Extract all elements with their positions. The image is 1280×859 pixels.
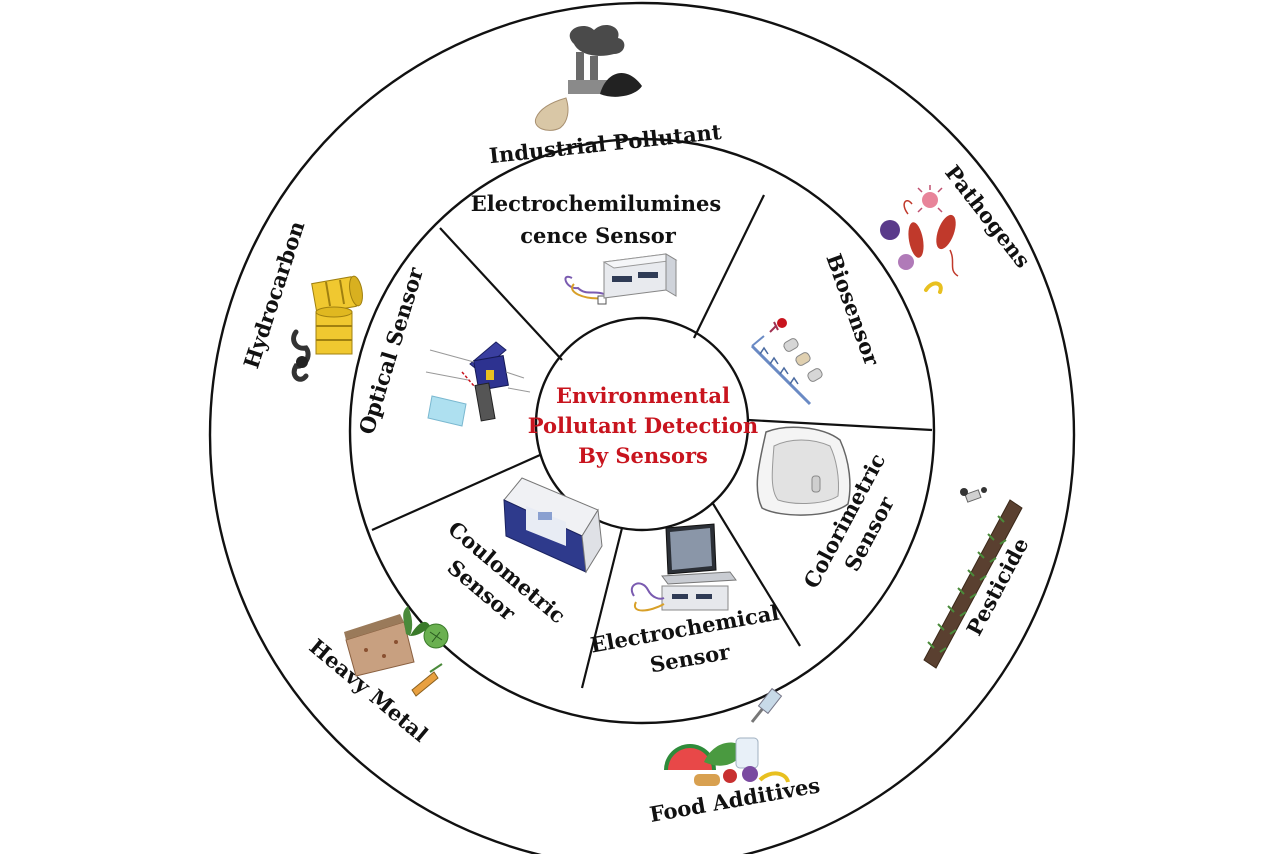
pollutant-label-industrial: Industrial Pollutant: [488, 119, 723, 168]
pathogens-icon: [880, 185, 959, 294]
center-title-line-1: Environmental: [556, 383, 730, 408]
outer-ring: [208, 1, 1076, 859]
crop-spraying-icon: [923, 487, 1023, 669]
inner-circle: [534, 316, 750, 532]
optical-sensor-icon: [425, 341, 531, 427]
center-title-line-3: By Sensors: [578, 443, 708, 468]
middle-ring: [348, 137, 936, 725]
sensor-label-electrochemical: Electrochemical Sensor: [589, 600, 781, 678]
oil-barrel-icon: [291, 275, 363, 382]
sensor-label-optical: Optical Sensor: [354, 264, 429, 438]
sensor-label-biosensor: Biosensor: [821, 250, 885, 369]
biosensor-icon: [750, 318, 823, 406]
sensor-label-ecl-line-2: cence Sensor: [520, 223, 676, 248]
coulometer-icon: [503, 477, 603, 574]
food-icon: [664, 687, 790, 786]
ecl-analyzer-icon: [564, 253, 678, 305]
factory-icon: [534, 24, 642, 131]
spoke-lower-left: [371, 453, 541, 532]
spoke-lower-right: [711, 501, 801, 647]
spoke-top-left: [439, 227, 563, 361]
center-title-line-2: Pollutant Detection: [528, 413, 758, 438]
soil-plant-icon: [344, 606, 449, 697]
spoke-right: [747, 418, 933, 432]
spoke-top-right: [693, 194, 765, 339]
sensor-label-ecl: Electrochemilumines cence Sensor: [471, 191, 721, 248]
sensor-label-ecl-line-1: Electrochemilumines: [471, 191, 721, 216]
center-title: Environmental Pollutant Detection By Sen…: [528, 383, 758, 468]
colorimeter-icon: [756, 426, 851, 516]
electrochemical-workstation-icon: [630, 523, 737, 612]
spoke-bottom: [580, 527, 624, 689]
